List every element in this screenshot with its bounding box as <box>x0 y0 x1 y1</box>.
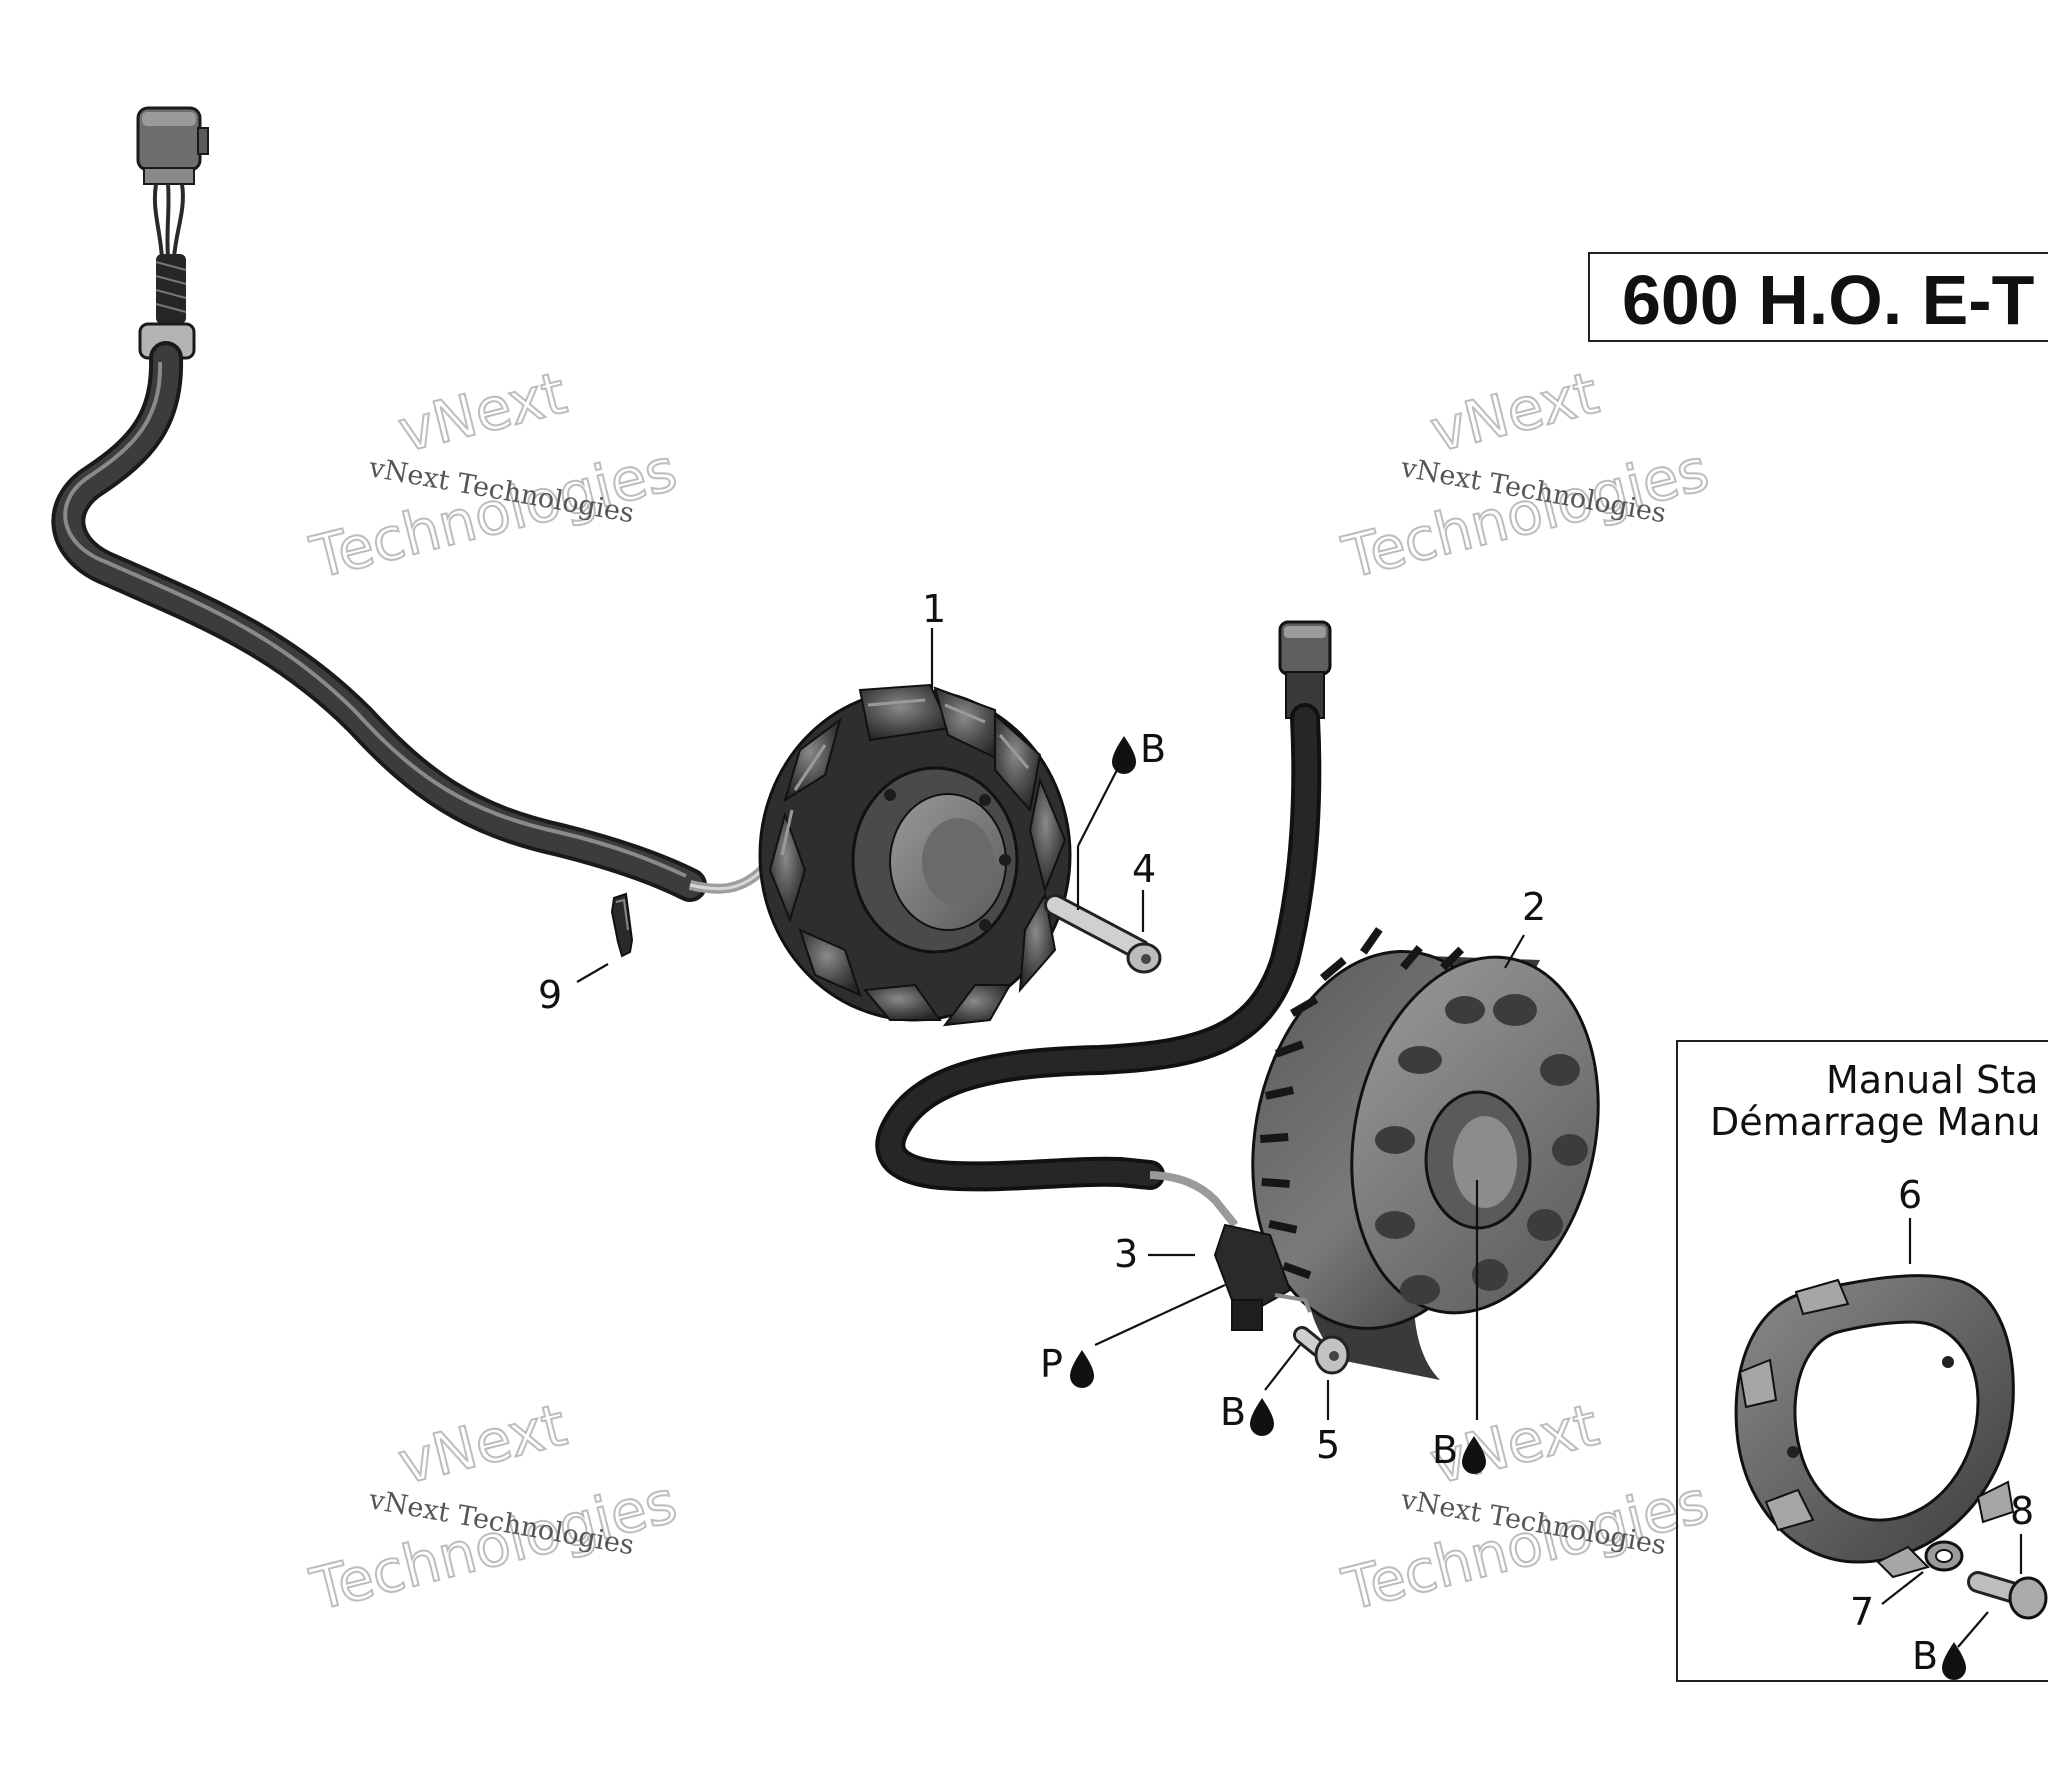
stator-bore-inner <box>922 818 994 906</box>
clip-highlight <box>615 898 629 931</box>
connector-latch <box>197 127 209 155</box>
grease-drop-icon <box>1070 1350 1094 1388</box>
stator-harness <box>51 106 841 902</box>
part-2-rotor <box>1251 927 1600 1380</box>
callout-6: 6 <box>1898 1173 1922 1217</box>
connector-boot <box>143 167 195 185</box>
manual-start-inset: Manual Sta Démarrage Manu <box>1676 1040 2048 1682</box>
watermark-big-line1: vNext <box>392 359 573 466</box>
rotor-slots <box>1260 927 1465 1280</box>
callout-9: 9 <box>538 973 562 1017</box>
part-1-stator <box>758 683 1072 1027</box>
spiral-lines <box>155 261 187 313</box>
cup-inner-opening <box>1793 1320 1980 1522</box>
screw-shank <box>1296 1329 1324 1354</box>
leader-2 <box>1504 934 1525 969</box>
grease-drop-icon <box>1462 1436 1486 1474</box>
harness-sheath-outline <box>51 341 707 902</box>
cup-tabs <box>1738 1278 2015 1579</box>
sensor-cable <box>879 707 1318 1188</box>
watermark-top-right: vNext Technologies vNext Technologies <box>1335 358 1716 593</box>
part-9-clip <box>610 892 634 958</box>
callout-7: 7 <box>1850 1590 1874 1634</box>
callout-3: 3 <box>1114 1232 1138 1276</box>
callout-8: 8 <box>2010 1489 2034 1533</box>
part-6-starter-cup <box>1734 1274 2015 1579</box>
inset-diagram: 6 7 8 B <box>1734 1173 2048 1680</box>
leader-lines <box>576 628 1525 1420</box>
trigger-coil-bracket <box>1274 1293 1312 1313</box>
leader-b-stator <box>1077 767 1119 847</box>
screw-socket <box>1329 1351 1339 1361</box>
part-3-trigger-coil <box>1213 1223 1312 1331</box>
watermark-big-line1: vNext <box>1424 359 1605 466</box>
rotor-face-holes <box>1375 994 1588 1305</box>
harness-sheath <box>55 345 703 898</box>
callout-2: 2 <box>1522 885 1546 929</box>
callout-4: 4 <box>1132 847 1156 891</box>
model-title: 600 H.O. E-T <box>1622 261 2035 339</box>
watermark-top-left: vNext Technologies vNext Technologies <box>303 358 684 593</box>
connector-highlight <box>142 112 196 126</box>
callout-b-stator: B <box>1140 727 1166 771</box>
watermark-bottom-left: vNext Technologies vNext Technologies <box>303 1390 684 1625</box>
callout-1: 1 <box>922 587 946 631</box>
trigger-coil-mount <box>1231 1299 1263 1331</box>
leader-9 <box>576 963 609 983</box>
callouts: 1 2 3 4 5 9 B P B B <box>538 587 1546 1474</box>
sensor-connector-highlight <box>1284 626 1326 638</box>
model-title-box: 600 H.O. E-T <box>1588 252 2048 342</box>
grease-drop-icon <box>1250 1398 1274 1436</box>
grease-drop-icon <box>1942 1642 1966 1680</box>
stator-mount-holes <box>884 789 1011 931</box>
sensor-harness <box>875 620 1332 1228</box>
stator-poles <box>768 683 1067 1027</box>
washer-hole <box>1935 1549 1953 1563</box>
callout-5: 5 <box>1316 1423 1340 1467</box>
harness-sheath-highlight <box>63 361 687 878</box>
cup-hole <box>1942 1356 1954 1368</box>
clip-body <box>610 892 634 958</box>
part-5-screw <box>1293 1326 1350 1375</box>
watermark-bottom-right: vNext Technologies vNext Technologies <box>1335 1390 1716 1625</box>
grease-drop-icon <box>1112 736 1136 774</box>
leader-b-screw <box>1264 1344 1301 1391</box>
inset-title-line1: Manual Sta <box>1826 1058 2039 1102</box>
leader-7 <box>1881 1571 1924 1605</box>
cup-hole <box>1787 1446 1799 1458</box>
part-8-screw-head <box>2008 1576 2048 1620</box>
harness-wires <box>152 183 185 259</box>
bolt-shank <box>1047 897 1148 958</box>
leader-b-inset <box>1957 1611 1989 1648</box>
callout-p: P <box>1040 1342 1063 1386</box>
inset-title-line2: Démarrage Manu <box>1710 1100 2041 1144</box>
callout-b-inset: B <box>1912 1634 1938 1678</box>
callout-b-rotor: B <box>1432 1428 1458 1472</box>
watermark-big-line1: vNext <box>392 1391 573 1498</box>
sensor-lead-wire <box>1149 1171 1239 1228</box>
leader-p <box>1094 1284 1226 1346</box>
callout-b-screw: B <box>1220 1390 1246 1434</box>
harness-spiral-wrap <box>156 254 186 324</box>
bolt-socket <box>1141 954 1151 964</box>
stator-coil-highlights <box>780 698 1030 856</box>
part-4-bolt <box>1044 894 1162 974</box>
rotor-hub-bore <box>1453 1116 1517 1208</box>
